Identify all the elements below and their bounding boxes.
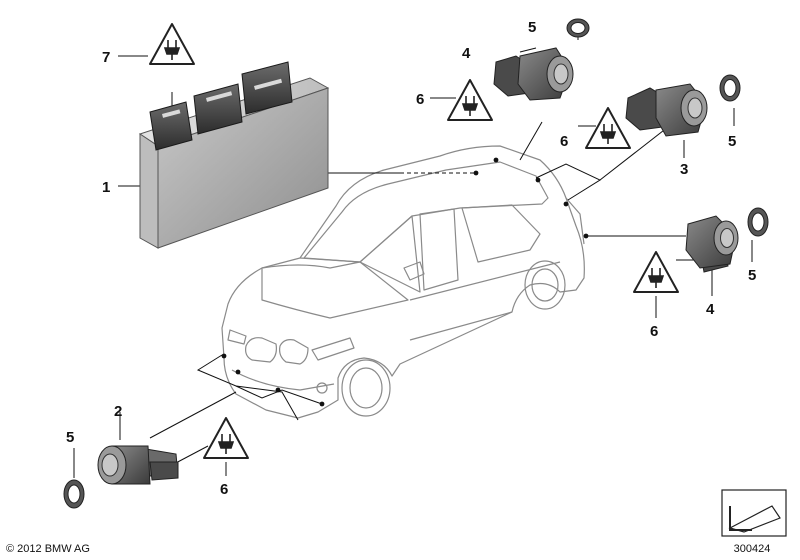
callout-5-side[interactable]: 5 (748, 267, 756, 284)
sensor-ring-top (566, 18, 590, 38)
pdc-sensor-rear-top (493, 47, 574, 101)
pdc-sensor-side (685, 215, 739, 273)
callout-1[interactable]: 1 (102, 179, 110, 196)
warning-plug-icon (447, 79, 493, 121)
callout-2[interactable]: 2 (114, 403, 122, 420)
diagram-number: 300424 (734, 543, 771, 555)
warning-plug-icon (585, 107, 631, 149)
callout-6-front[interactable]: 6 (220, 481, 228, 498)
copyright: © 2012 BMW AG (6, 543, 90, 555)
warning-plug-icon (633, 251, 679, 293)
pdc-sensor-rear-right (625, 83, 708, 137)
callout-3[interactable]: 3 (680, 161, 688, 178)
callout-6-rear[interactable]: 6 (560, 133, 568, 150)
callout-6-side[interactable]: 6 (650, 323, 658, 340)
sensor-ring-rear-right (719, 74, 741, 102)
callout-5-front[interactable]: 5 (66, 429, 74, 446)
callout-5-top[interactable]: 5 (528, 19, 536, 36)
callout-4-side[interactable]: 4 (706, 301, 715, 318)
warning-plug-icon (203, 417, 249, 459)
pdc-sensor-front (97, 445, 179, 485)
callout-labels: 1 2 3 4 4 5 5 5 5 6 6 6 6 7 (66, 19, 756, 498)
callout-6-top[interactable]: 6 (416, 91, 424, 108)
next-page-arrow-icon[interactable] (721, 489, 787, 537)
callout-7[interactable]: 7 (102, 49, 110, 66)
park-distance-control-unit (138, 61, 330, 249)
sensor-ring-front (63, 479, 85, 509)
sensor-ring-side (747, 207, 769, 237)
leader-dots (221, 157, 589, 407)
warning-plug-icon (149, 23, 195, 65)
callout-4-top[interactable]: 4 (462, 45, 471, 62)
callout-5-rear[interactable]: 5 (728, 133, 736, 150)
